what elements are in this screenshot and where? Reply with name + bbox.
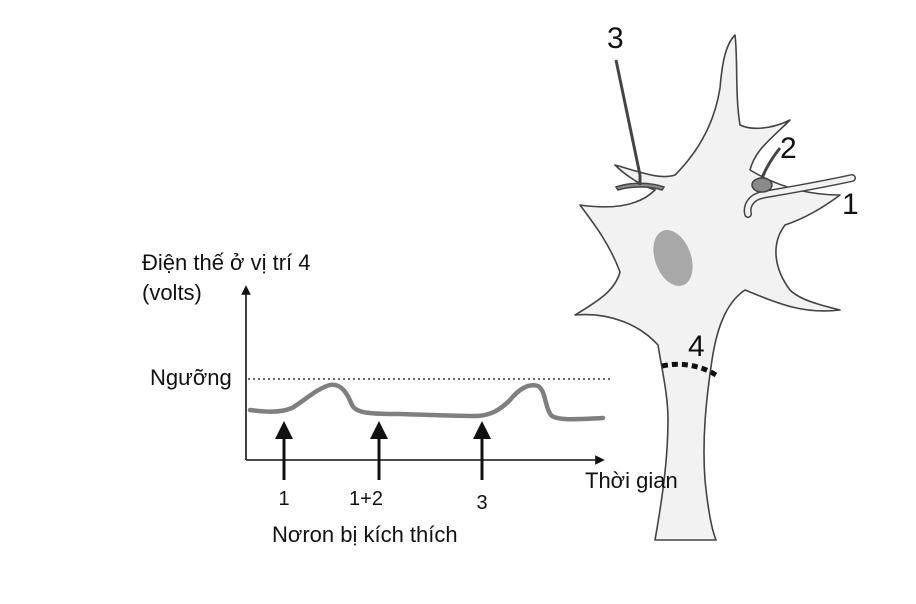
- x-axis-label: Thời gian: [585, 468, 678, 493]
- site-label-3: 3: [607, 22, 624, 55]
- site-label-4: 4: [688, 330, 705, 363]
- stimulus-label-1-2: 1+2: [349, 488, 383, 510]
- stimulus-caption: Nơron bị kích thích: [272, 522, 458, 547]
- y-axis-label-line2: (volts): [142, 280, 202, 305]
- potential-trace: [247, 382, 606, 422]
- neuron-illustration: [574, 34, 856, 541]
- stimulus-label-1: 1: [278, 488, 289, 510]
- stimulus-label-3: 3: [476, 492, 487, 514]
- site-label-1: 1: [842, 188, 859, 221]
- y-axis-label-line1: Điện thế ở vị trí 4: [142, 250, 311, 275]
- neuron-cell-body: [574, 34, 841, 541]
- potential-graph: [241, 285, 610, 480]
- recording-site-4: [661, 361, 718, 378]
- axon-terminal-2: [760, 147, 782, 179]
- threshold-label: Ngưỡng: [150, 365, 232, 390]
- axon-terminal-3: [614, 59, 642, 176]
- neuron-nucleus: [653, 230, 693, 286]
- site-label-2: 2: [780, 132, 797, 165]
